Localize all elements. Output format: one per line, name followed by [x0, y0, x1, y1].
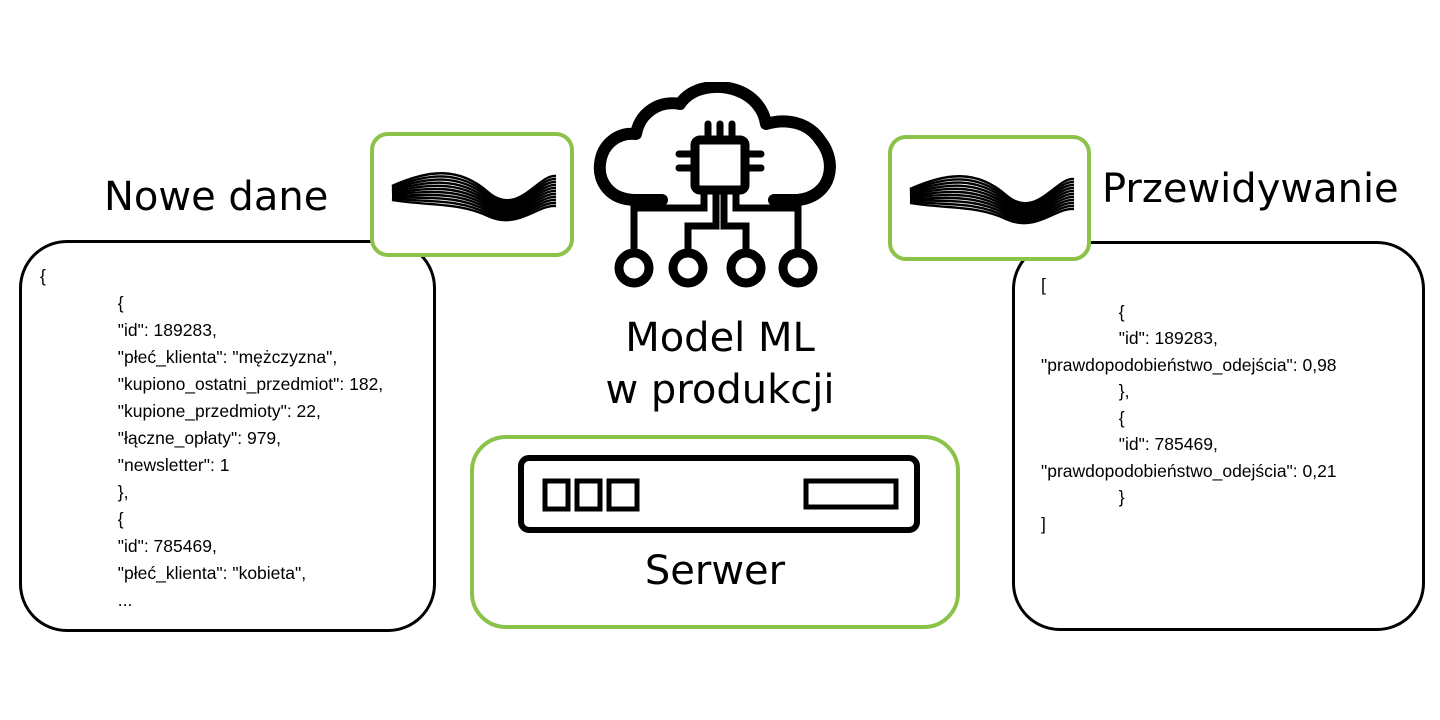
code-line: {	[1041, 407, 1125, 428]
prediction-output-box	[1012, 241, 1425, 631]
code-line: "płeć_klienta": "mężczyzna",	[40, 347, 338, 367]
code-line: "prawdopodobieństwo_odejścia": 0,98	[1041, 354, 1337, 375]
code-line: "id": 189283,	[40, 320, 217, 340]
code-line: {	[1041, 301, 1125, 322]
model-title-line1: Model ML	[625, 315, 815, 361]
model-title: Model ML w produkcji	[560, 312, 880, 416]
code-line: "id": 189283,	[1041, 328, 1218, 348]
input-json-code: { { "id": 189283, "płeć_klienta": "mężcz…	[40, 263, 383, 614]
code-line: "płeć_klienta": "kobieta",	[40, 563, 307, 583]
code-line: }	[1041, 487, 1125, 507]
code-line: {	[40, 266, 46, 286]
code-line: },	[40, 482, 129, 502]
code-line: {	[40, 509, 124, 529]
code-line: "id": 785469,	[1041, 434, 1218, 454]
code-line: "prawdopodobieństwo_odejścia": 0,21	[1041, 460, 1337, 481]
code-line: ]	[1041, 513, 1046, 534]
code-line: [	[1041, 275, 1046, 295]
input-data-box	[19, 240, 436, 632]
model-title-line2: w produkcji	[605, 367, 835, 413]
data-wave-icon	[391, 172, 557, 222]
input-stream-box	[370, 132, 574, 257]
code-line: {	[40, 293, 124, 313]
code-line: ...	[40, 590, 133, 610]
code-line: "kupiono_ostatni_przedmiot": 182,	[40, 374, 384, 394]
output-stream-box	[888, 135, 1091, 261]
cloud-chip-icon	[593, 82, 836, 288]
new-data-title: Nowe dane	[104, 174, 329, 220]
code-line: },	[1041, 381, 1130, 401]
prediction-json-code: [ { "id": 189283, "prawdopodobieństwo_ode…	[1041, 272, 1337, 537]
code-line: "łączne_opłaty": 979,	[40, 428, 282, 448]
prediction-title: Przewidywanie	[1102, 166, 1399, 212]
code-line: "id": 785469,	[40, 536, 217, 556]
server-label: Serwer	[644, 548, 786, 594]
code-line: "newsletter": 1	[40, 455, 230, 475]
server-icon	[518, 455, 920, 533]
data-wave-icon	[909, 175, 1075, 225]
code-line: "kupione_przedmioty": 22,	[40, 401, 321, 421]
